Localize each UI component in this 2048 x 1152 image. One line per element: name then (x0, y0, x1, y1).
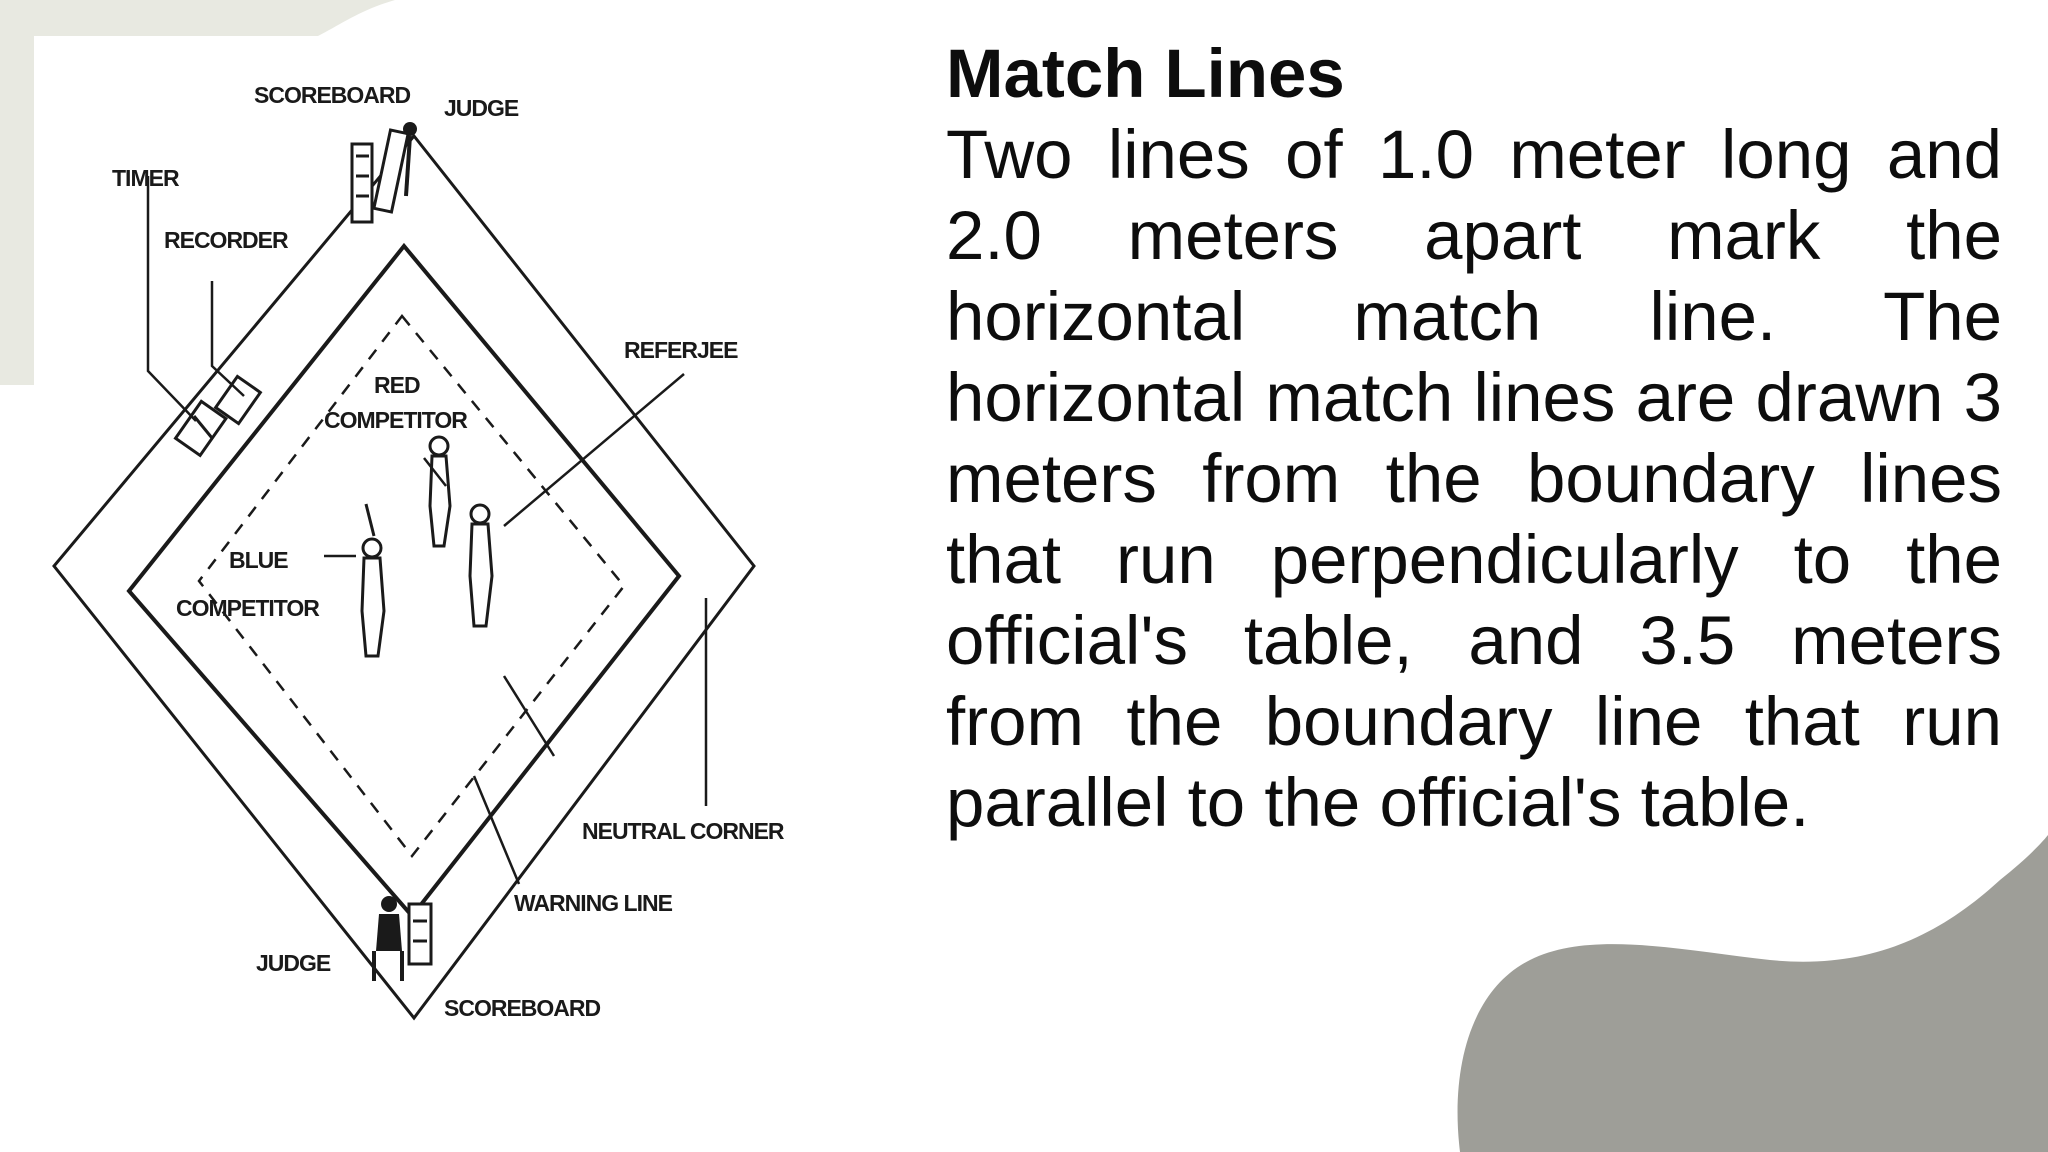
scoreboard-judge-bottom-figure (372, 896, 433, 981)
leader-lines (146, 176, 708, 885)
label-judge-bottom: JUDGE (256, 950, 331, 976)
label-blue-competitor-line1: BLUE (229, 547, 288, 573)
red-competitor-figure (428, 435, 452, 548)
label-referee: REFERJEE (624, 337, 738, 363)
slide-body: Two lines of 1.0 meter long and 2.0 mete… (946, 116, 2002, 841)
text-block: Match Lines Two lines of 1.0 meter long … (946, 34, 2002, 843)
label-neutral-corner: NEUTRAL CORNER (582, 818, 785, 844)
label-recorder: RECORDER (164, 227, 289, 253)
outer-boundary-line (52, 133, 756, 1021)
court-diagram-svg: SCOREBOARD JUDGE TIMER RECORDER REFERJEE… (52, 82, 786, 1021)
timer-recorder-table-figure (173, 374, 263, 458)
warning-line-dashed (197, 313, 626, 859)
label-timer: TIMER (112, 165, 180, 191)
court-diagram: SCOREBOARD JUDGE TIMER RECORDER REFERJEE… (34, 36, 814, 1066)
label-judge-top: JUDGE (444, 95, 519, 121)
label-blue-competitor-line2: COMPETITOR (176, 595, 320, 621)
label-scoreboard-bottom: SCOREBOARD (444, 995, 601, 1021)
blue-competitor-figure (360, 503, 386, 658)
referee-figure (468, 503, 494, 628)
label-scoreboard-top: SCOREBOARD (254, 82, 411, 108)
label-red-competitor-line1: RED (374, 372, 420, 398)
slide-title: Match Lines (946, 35, 1345, 112)
scoreboard-judge-top-figure (350, 122, 417, 224)
label-warning-line: WARNING LINE (514, 890, 673, 916)
label-red-competitor-line2: COMPETITOR (324, 407, 468, 433)
